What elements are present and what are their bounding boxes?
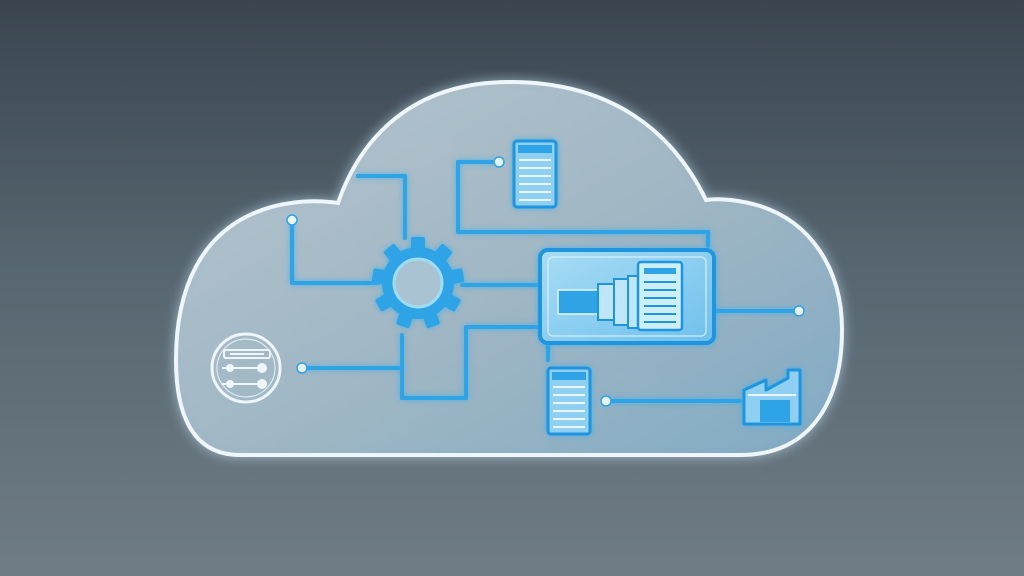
document-stack-icon (512, 139, 558, 209)
module-document-icon (636, 260, 684, 332)
node-dot-storage (600, 395, 612, 407)
connector-top-to-gear (356, 174, 407, 240)
module-cylinder-1 (557, 289, 599, 315)
module-cylinder-4 (627, 275, 639, 329)
node-dot-top (493, 156, 505, 168)
control-panel-icon (210, 332, 282, 404)
node-dot-left (286, 214, 298, 226)
connector-gear-loop (400, 325, 542, 400)
module-cylinder-3 (613, 278, 629, 326)
storage-document-icon (546, 366, 592, 436)
module-cylinder-2 (597, 283, 615, 321)
gear-icon (371, 237, 465, 329)
cloud-outline (173, 79, 845, 457)
connector-lines (290, 160, 798, 403)
node-dot-panel (296, 362, 308, 374)
node-dot-right (793, 305, 805, 317)
factory-icon (742, 368, 802, 426)
central-processor-module (538, 248, 716, 345)
node-dots (286, 156, 805, 407)
connector-document-to-box (456, 160, 710, 248)
connector-left-to-gear (290, 220, 380, 285)
module-inner-frame (547, 256, 707, 337)
